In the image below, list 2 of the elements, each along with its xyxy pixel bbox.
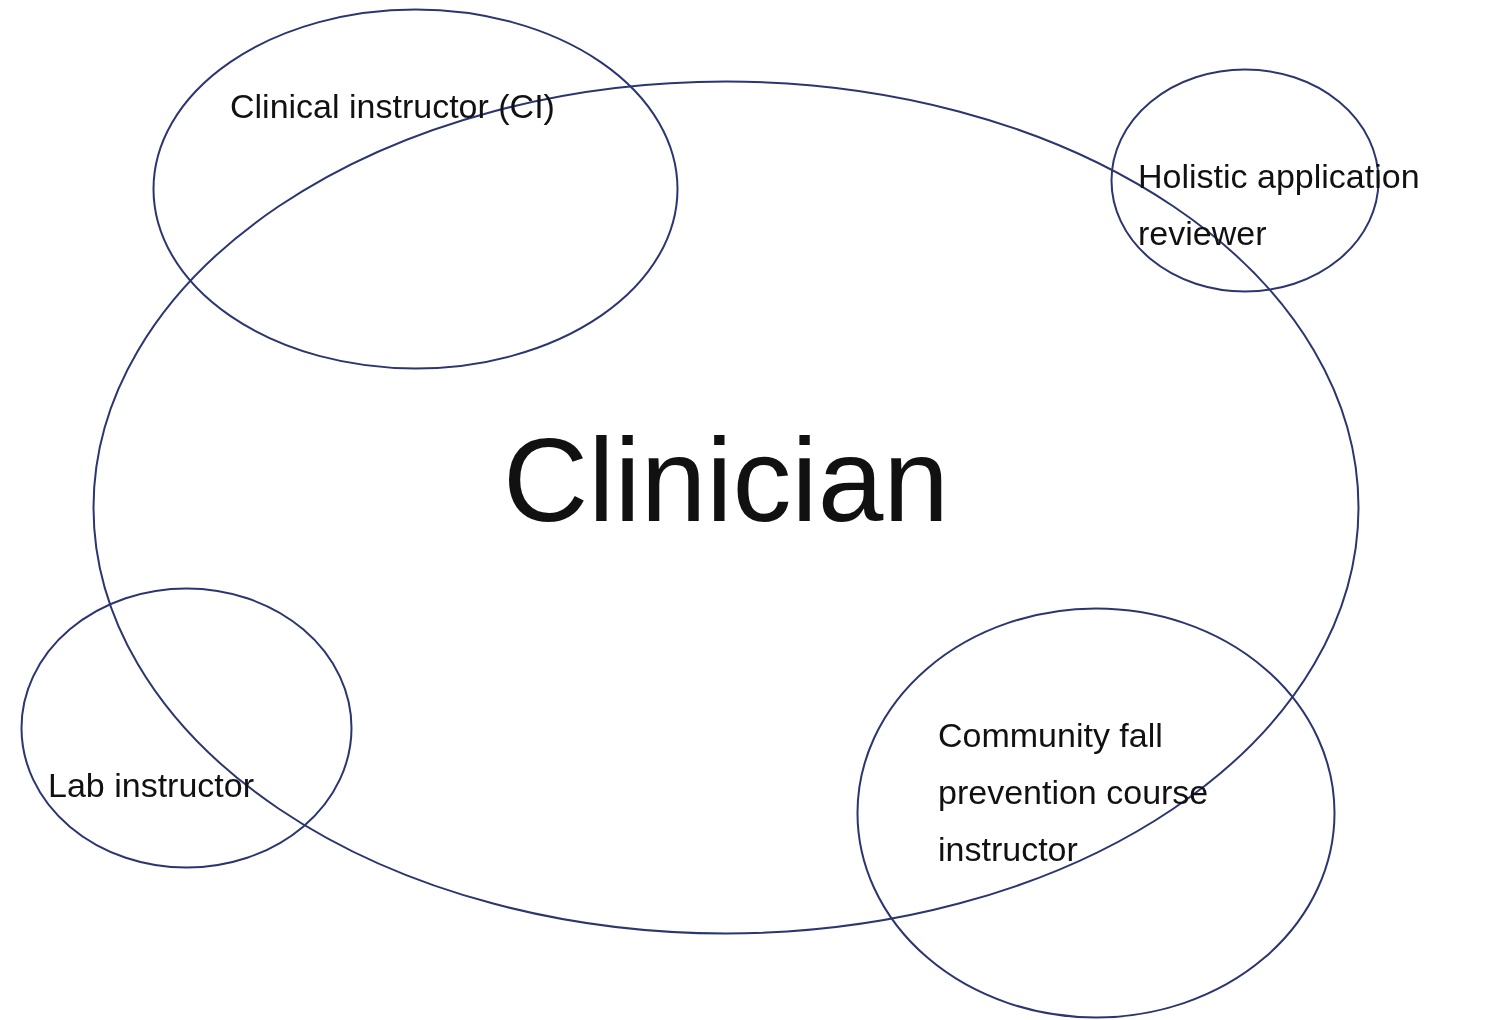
role-label: Lab instructor	[48, 765, 255, 806]
central-role-label: Clinician	[502, 413, 950, 548]
